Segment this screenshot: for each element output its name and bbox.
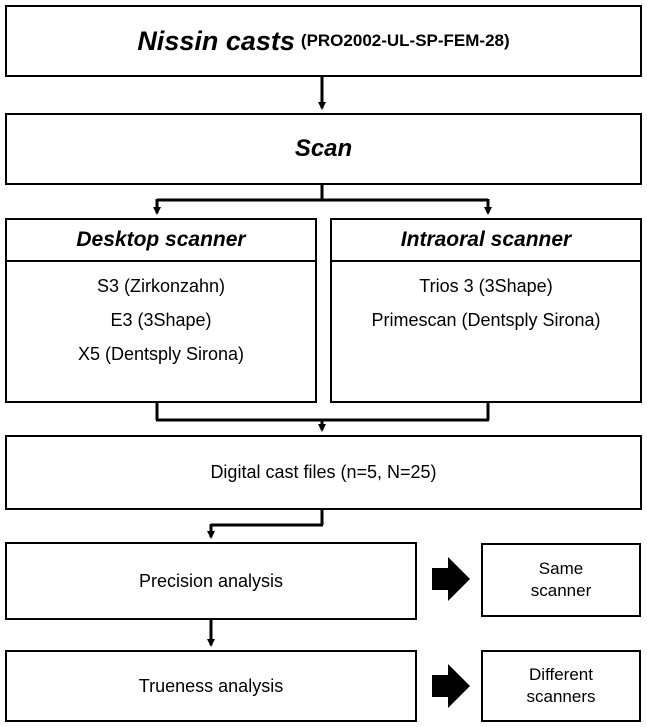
same-scanner-box: Same scanner <box>481 543 641 617</box>
different-scanners-line1: Different <box>529 665 593 684</box>
trueness-analysis-label: Trueness analysis <box>138 675 284 696</box>
desktop-scanner-item: E3 (3Shape) <box>110 310 212 330</box>
precision-analysis-label: Precision analysis <box>138 570 284 591</box>
desktop-scanner-item: X5 (Dentsply Sirona) <box>77 344 245 364</box>
scan-box: Scan <box>5 113 642 185</box>
desktop-scanner-item: S3 (Zirkonzahn) <box>96 276 226 296</box>
nissin-code: (PRO2002-UL-SP-FEM-28) <box>300 31 510 50</box>
digital-cast-files-label: Digital cast files (n=5, N=25) <box>210 462 437 482</box>
different-scanners-line2: scanners <box>526 687 596 706</box>
intraoral-scanner-list: Trios 3 (3Shape) Primescan (Dentsply Sir… <box>332 262 640 401</box>
intraoral-scanner-header: Intraoral scanner <box>332 220 640 262</box>
block-arrow-precision <box>432 557 470 601</box>
different-scanners-box: Different scanners <box>481 650 641 722</box>
precision-analysis-box: Precision analysis <box>5 542 417 620</box>
desktop-scanner-list: S3 (Zirkonzahn) E3 (3Shape) X5 (Dentsply… <box>7 262 315 401</box>
same-scanner-line2: scanner <box>530 581 592 600</box>
digital-cast-files-box: Digital cast files (n=5, N=25) <box>5 435 642 510</box>
nissin-casts-box: Nissin casts (PRO2002-UL-SP-FEM-28) <box>5 5 642 77</box>
intraoral-scanner-item: Primescan (Dentsply Sirona) <box>371 310 601 330</box>
nissin-title: Nissin casts <box>137 25 295 56</box>
same-scanner-line1: Same <box>538 559 584 578</box>
intraoral-scanner-item: Trios 3 (3Shape) <box>419 276 553 296</box>
intraoral-scanner-box: Intraoral scanner Trios 3 (3Shape) Prime… <box>330 218 642 403</box>
scan-label: Scan <box>294 135 353 162</box>
trueness-analysis-box: Trueness analysis <box>5 650 417 722</box>
block-arrow-trueness <box>432 664 470 708</box>
desktop-scanner-header: Desktop scanner <box>7 220 315 262</box>
desktop-scanner-box: Desktop scanner S3 (Zirkonzahn) E3 (3Sha… <box>5 218 317 403</box>
